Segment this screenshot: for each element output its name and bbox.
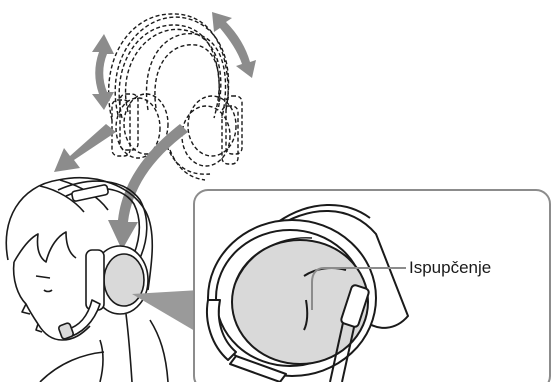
person-wearing-headset <box>6 178 168 382</box>
dashed-headset-outline <box>109 14 242 180</box>
curved-adjustment-arrow-icon <box>92 12 256 110</box>
callout-connector <box>132 290 200 334</box>
callout-label-bump: Ispupčenje <box>409 258 491 278</box>
